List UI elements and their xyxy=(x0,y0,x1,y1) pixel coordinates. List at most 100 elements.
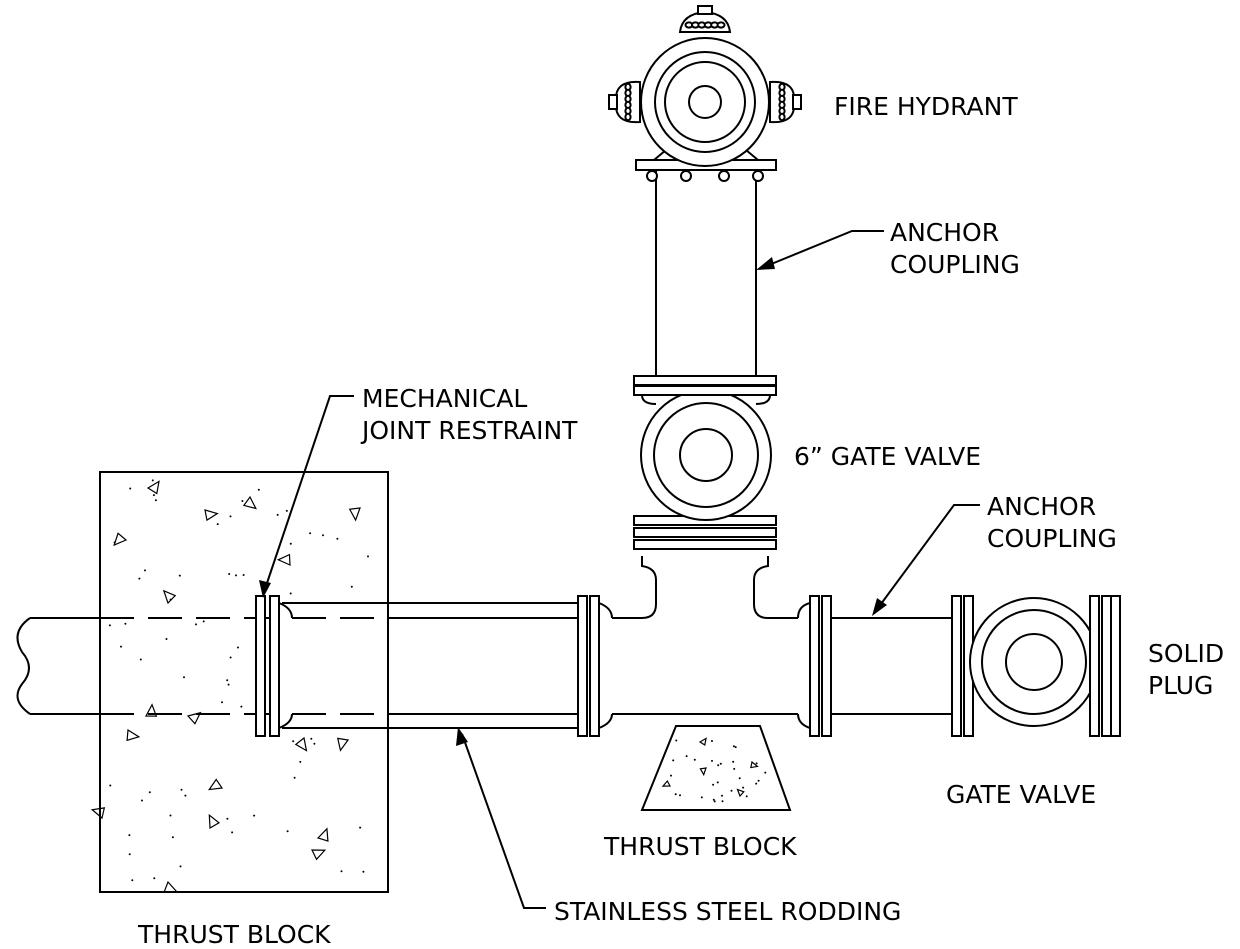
label-anchor-coupling-right-line1: ANCHOR xyxy=(987,492,1096,521)
aggregate-dot xyxy=(359,826,362,829)
aggregate-triangle xyxy=(736,788,745,798)
aggregate-triangle xyxy=(698,737,707,746)
aggregate-dot xyxy=(670,774,672,777)
tee-left-flange xyxy=(577,595,613,737)
mechanical-joint-restraint xyxy=(255,595,293,737)
aggregate-dot xyxy=(179,865,182,868)
label-anchor-coupling-top-line1: ANCHOR xyxy=(890,218,999,247)
aggregate-triangle xyxy=(113,532,128,547)
aggregate-dot xyxy=(721,794,723,797)
aggregate-triangle xyxy=(146,480,160,495)
aggregate-dot xyxy=(138,577,141,580)
aggregate-dot xyxy=(738,777,741,780)
aggregate-dot xyxy=(742,786,745,789)
aggregate-dot xyxy=(109,784,112,787)
aggregate-triangle xyxy=(126,728,141,742)
aggregate-dot xyxy=(228,573,231,575)
right-gate-valve xyxy=(951,595,1121,737)
aggregate-dot xyxy=(755,762,758,765)
aggregate-triangle xyxy=(90,807,106,820)
aggregate-dot xyxy=(674,793,677,796)
aggregate-dot xyxy=(286,830,289,833)
aggregate-dot xyxy=(276,513,279,516)
leader-stainless-rodding xyxy=(456,727,546,909)
aggregate-dot xyxy=(113,541,116,544)
aggregate-dot xyxy=(180,788,183,791)
aggregate-dot xyxy=(183,676,185,679)
aggregate-dot xyxy=(679,794,681,797)
aggregate-triangle xyxy=(294,736,308,752)
aggregate-dot xyxy=(289,592,292,595)
aggregate-dot xyxy=(128,853,131,856)
aggregate-dot xyxy=(719,762,722,765)
aggregate-dot xyxy=(755,782,758,785)
aggregate-dot xyxy=(732,760,735,763)
aggregate-dot xyxy=(675,739,678,742)
aggregate-dot xyxy=(730,789,733,792)
label-thrust-block-small: THRUST BLOCK xyxy=(603,832,797,861)
aggregate-dot xyxy=(367,555,369,558)
aggregate-dot xyxy=(144,569,146,572)
aggregate-dot xyxy=(229,656,232,659)
aggregate-dot xyxy=(154,499,157,502)
aggregate-dot xyxy=(285,509,288,512)
aggregate-dot xyxy=(336,537,339,540)
aggregate-dot xyxy=(226,817,229,820)
aggregate-dot xyxy=(362,870,365,873)
aggregate-triangle xyxy=(276,553,291,566)
aggregate-dot xyxy=(139,658,142,661)
aggregate-triangle xyxy=(145,703,158,717)
leader-anchor-coupling-top xyxy=(756,230,884,270)
aggregate-dot xyxy=(235,574,237,577)
cap-bead xyxy=(624,112,632,122)
main-pipe xyxy=(16,617,578,715)
aggregate-dot xyxy=(120,645,122,648)
aggregate-dot xyxy=(152,494,155,497)
aggregate-dot xyxy=(700,796,703,799)
aggregate-triangle xyxy=(163,880,178,893)
aggregate-dot xyxy=(257,488,260,491)
aggregate-triangle xyxy=(162,589,177,605)
tee-fitting xyxy=(612,556,798,715)
large-thrust-block xyxy=(90,471,389,893)
aggregate-dot xyxy=(131,879,134,882)
aggregate-dot xyxy=(712,798,715,801)
aggregate-dot xyxy=(309,532,312,535)
aggregate-dot xyxy=(734,746,737,749)
label-mechanical-joint-line2: JOINT RESTRAINT xyxy=(360,416,578,445)
aggregate-dot xyxy=(711,740,713,742)
aggregate-dot xyxy=(293,776,296,779)
aggregate-dot xyxy=(711,759,713,762)
aggregate-triangle xyxy=(242,495,257,510)
riser-gate-valve xyxy=(633,375,777,550)
aggregate-dot xyxy=(313,742,316,745)
aggregate-triangle xyxy=(699,767,707,777)
aggregate-dot xyxy=(292,740,295,743)
aggregate-dot xyxy=(350,585,353,588)
aggregate-dot xyxy=(151,479,154,482)
cap-bead xyxy=(778,112,786,122)
label-6in-gate-valve: 6” GATE VALVE xyxy=(794,442,981,471)
aggregate-dot xyxy=(148,791,151,794)
aggregate-dot xyxy=(712,783,715,786)
aggregate-dot xyxy=(693,758,696,761)
concrete-aggregate-small xyxy=(661,737,767,803)
aggregate-dot xyxy=(153,877,156,880)
label-thrust-block-large: THRUST BLOCK xyxy=(137,920,331,949)
hydrant-cap-nozzle-detail xyxy=(624,21,786,122)
leader-mechanical-joint xyxy=(259,395,354,598)
hydrant-barrel xyxy=(655,169,757,377)
aggregate-dot xyxy=(108,624,111,627)
right-pipe xyxy=(831,617,952,715)
aggregate-dot xyxy=(240,705,243,708)
small-thrust-block xyxy=(640,725,792,811)
aggregate-dot xyxy=(757,779,760,782)
cap-bead xyxy=(716,21,726,29)
aggregate-dot xyxy=(202,620,205,623)
aggregate-dot xyxy=(253,814,256,817)
stainless-steel-rodding xyxy=(282,602,578,729)
label-anchor-coupling-right-line2: COUPLING xyxy=(987,524,1117,553)
aggregate-dot xyxy=(685,755,688,758)
aggregate-triangle xyxy=(336,737,350,752)
aggregate-dot xyxy=(129,487,132,490)
